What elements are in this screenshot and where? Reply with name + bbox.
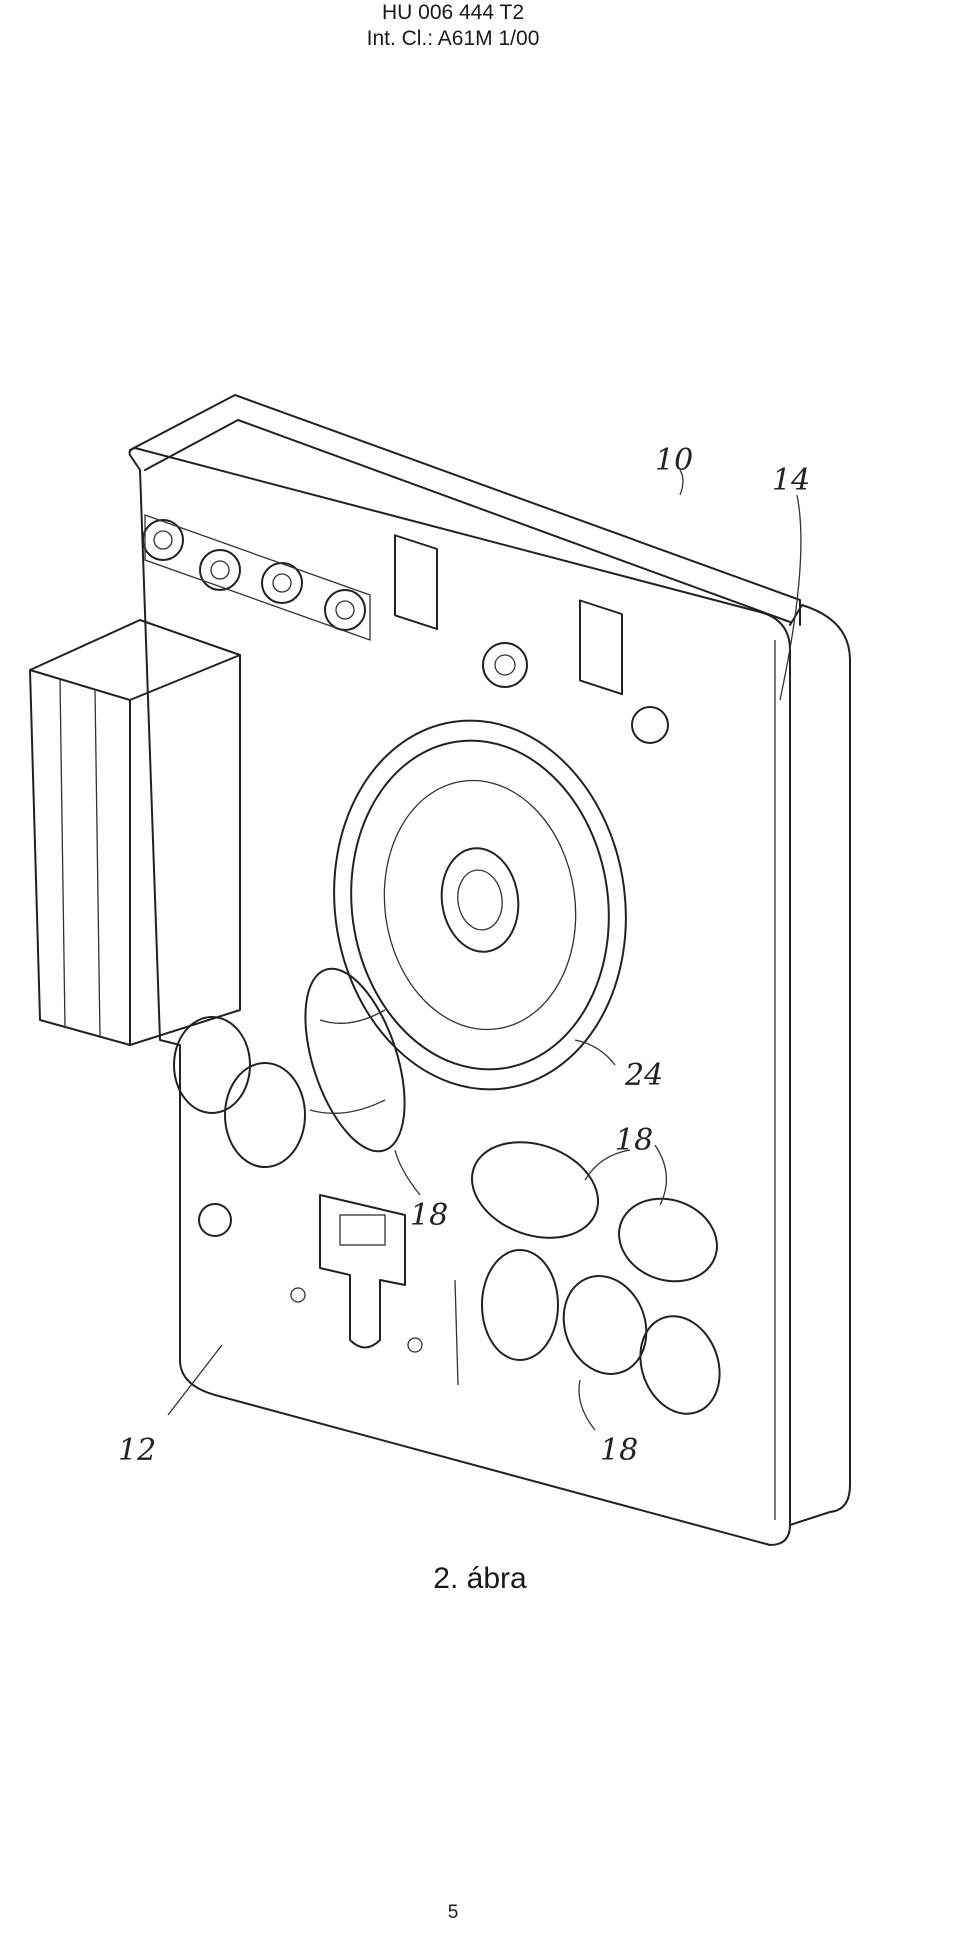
mount-hole-top xyxy=(482,642,528,688)
ref-10: 10 xyxy=(655,443,693,478)
page-header: HU 006 444 T2 Int. Cl.: A61M 1/00 xyxy=(0,0,906,52)
valve-group-left xyxy=(173,967,406,1168)
connector-row xyxy=(142,514,371,641)
front-face xyxy=(128,447,791,1546)
figure-caption: 2. ábra xyxy=(433,1562,527,1595)
leader-18-lower xyxy=(578,1379,596,1431)
ref-24: 24 xyxy=(624,1058,663,1093)
latch xyxy=(198,1194,423,1353)
leader-12 xyxy=(167,1344,223,1416)
classification: Int. Cl.: A61M 1/00 xyxy=(366,27,540,50)
ref-18-upper-right: 18 xyxy=(615,1123,653,1158)
leader-10 xyxy=(679,469,684,496)
leader-18-left xyxy=(394,1149,421,1196)
notch-right xyxy=(579,599,623,696)
ref-12: 12 xyxy=(118,1433,156,1468)
ref-18-left: 18 xyxy=(410,1198,448,1233)
side-block xyxy=(29,619,241,1046)
ref-14: 14 xyxy=(772,463,810,498)
valve-group-right xyxy=(454,1141,721,1415)
side-wall xyxy=(789,604,851,1526)
mount-hole-right xyxy=(631,706,669,744)
patent-drawing: 10 14 24 18 18 18 12 xyxy=(29,394,851,1546)
leader-24 xyxy=(574,1039,616,1066)
diaphragm xyxy=(333,719,627,1091)
leader-18-right xyxy=(654,1144,668,1206)
doc-number: HU 006 444 T2 xyxy=(381,1,525,24)
top-rim-inner xyxy=(144,419,791,623)
leader-14 xyxy=(779,494,802,701)
page-number: 5 xyxy=(447,1902,459,1923)
notch-left xyxy=(394,534,438,631)
top-rim xyxy=(129,394,801,626)
leader-18-mid xyxy=(584,1149,631,1181)
ref-18-lower-right: 18 xyxy=(600,1433,638,1468)
